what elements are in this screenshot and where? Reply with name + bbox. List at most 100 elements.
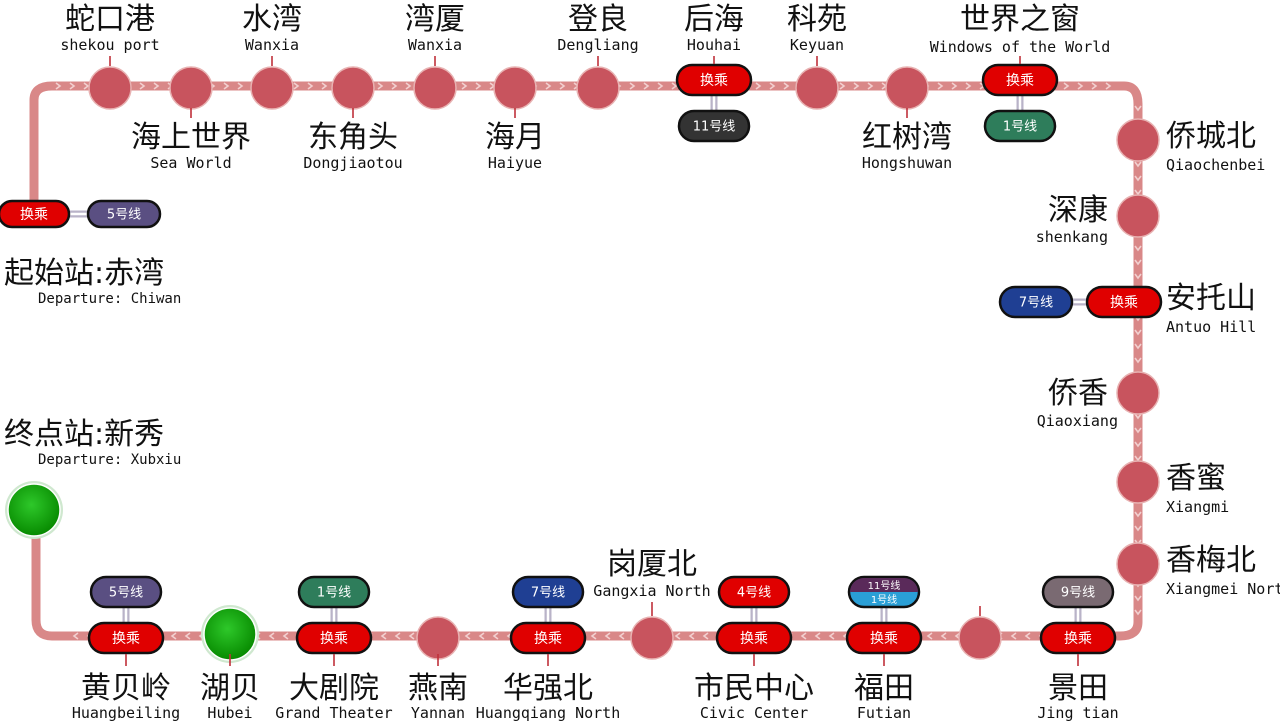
station-19-transfer-pill bbox=[845, 621, 923, 655]
direction-arrow bbox=[629, 82, 636, 90]
station-11-en: Qiaochenbei bbox=[1166, 156, 1265, 174]
direction-arrow bbox=[282, 632, 289, 640]
direction-arrow bbox=[783, 82, 790, 90]
station-21-zh: 岗厦北 bbox=[607, 547, 697, 582]
direction-arrow bbox=[268, 632, 275, 640]
station-10-transfer-pill-label: 换乘 bbox=[1006, 72, 1034, 89]
station-19-zh: 福田 bbox=[854, 671, 914, 706]
direction-arrow bbox=[321, 82, 328, 90]
start-transfer-pill bbox=[0, 199, 71, 229]
station-5-en: Haiyue bbox=[488, 154, 542, 172]
direction-arrow bbox=[1134, 441, 1142, 448]
direction-arrow bbox=[926, 632, 933, 640]
direction-arrow bbox=[1134, 525, 1142, 532]
terminus-station bbox=[7, 483, 61, 537]
station-10-en: Windows of the World bbox=[930, 38, 1111, 56]
direction-arrow bbox=[1105, 82, 1112, 90]
station-10-zh: 世界之窗 bbox=[960, 2, 1080, 37]
start-line-pill-label: 5号线 bbox=[107, 208, 141, 223]
direction-arrow bbox=[184, 632, 191, 640]
direction-arrow bbox=[478, 632, 485, 640]
direction-arrow bbox=[83, 82, 90, 90]
direction-arrow bbox=[394, 632, 401, 640]
station-13-en: Antuo Hill bbox=[1166, 318, 1256, 336]
station-25-en: Hubei bbox=[207, 704, 252, 722]
station-12 bbox=[1116, 194, 1160, 238]
station-1 bbox=[169, 66, 213, 110]
station-19-en: Futian bbox=[857, 704, 911, 722]
station-3 bbox=[331, 66, 375, 110]
station-12-en: shenkang bbox=[1036, 228, 1108, 246]
station-6 bbox=[576, 66, 620, 110]
station-19-line-pill-label-2: 1号线 bbox=[871, 593, 897, 606]
station-24-transfer-pill bbox=[295, 621, 373, 655]
direction-arrow bbox=[940, 632, 947, 640]
station-23 bbox=[416, 616, 460, 660]
station-10-transfer-pill bbox=[981, 63, 1059, 97]
station-7-line-pill-label: 11号线 bbox=[693, 120, 736, 135]
direction-arrow bbox=[139, 82, 146, 90]
stations: 5号线换乘11号线换乘1号线换乘7号线换乘9号线换乘11号线1号线换乘4号线换乘… bbox=[0, 63, 1163, 663]
station-26-transfer-pill-label: 换乘 bbox=[112, 630, 140, 647]
departure-title: 起始站:赤湾 bbox=[4, 256, 164, 291]
station-7-line-pill bbox=[677, 109, 751, 143]
station-16-zh: 香梅北 bbox=[1166, 543, 1256, 578]
direction-arrow bbox=[755, 82, 762, 90]
station-11-zh: 侨城北 bbox=[1166, 119, 1256, 154]
direction-arrow bbox=[1134, 455, 1142, 462]
station-13-line-pill bbox=[998, 285, 1074, 319]
station-1-en: Sea World bbox=[150, 154, 231, 172]
direction-arrow bbox=[702, 632, 709, 640]
station-26-transfer-pill bbox=[87, 621, 165, 655]
direction-arrow bbox=[1134, 595, 1142, 602]
direction-arrow bbox=[391, 82, 398, 90]
terminus-subtitle: Departure: Xubxiu bbox=[38, 452, 181, 468]
direction-arrow bbox=[814, 632, 821, 640]
station-21-en: Gangxia North bbox=[593, 582, 710, 600]
direction-arrow bbox=[1134, 161, 1142, 168]
direction-arrow bbox=[1134, 343, 1142, 350]
start-transfer-pill-label: 换乘 bbox=[20, 206, 48, 223]
direction-arrow bbox=[170, 632, 177, 640]
station-2-zh: 水湾 bbox=[242, 2, 302, 37]
station-6-zh: 登良 bbox=[568, 2, 628, 37]
terminus-title: 终点站:新秀 bbox=[4, 417, 164, 452]
station-20-zh: 市民中心 bbox=[694, 671, 814, 706]
station-20-transfer-pill bbox=[715, 621, 793, 655]
direction-arrow bbox=[951, 82, 958, 90]
direction-arrow bbox=[153, 82, 160, 90]
direction-arrow bbox=[688, 632, 695, 640]
direction-arrow bbox=[1063, 82, 1070, 90]
direction-arrow bbox=[72, 632, 79, 640]
station-14 bbox=[1116, 371, 1160, 415]
station-19-line-pill-top bbox=[850, 578, 918, 592]
direction-arrow bbox=[545, 82, 552, 90]
station-22-en: Huangqiang North bbox=[476, 704, 621, 722]
station-25 bbox=[203, 607, 257, 661]
direction-arrow bbox=[1134, 357, 1142, 364]
direction-arrow bbox=[1134, 105, 1142, 112]
station-6-en: Dengliang bbox=[557, 36, 638, 54]
station-22-zh: 华强北 bbox=[503, 671, 593, 706]
direction-arrow bbox=[604, 632, 611, 640]
station-12-zh: 深康 bbox=[1048, 193, 1108, 228]
station-24-en: Grand Theater bbox=[275, 704, 392, 722]
station-26-line-pill-label: 5号线 bbox=[109, 586, 143, 601]
direction-arrow bbox=[800, 632, 807, 640]
direction-arrow bbox=[769, 82, 776, 90]
direction-arrow bbox=[1024, 632, 1031, 640]
departure-subtitle: Departure: Chiwan bbox=[38, 291, 181, 307]
station-2 bbox=[250, 66, 294, 110]
station-25-zh: 湖贝 bbox=[200, 671, 260, 706]
station-10-line-pill-label: 1号线 bbox=[1003, 120, 1037, 135]
station-22-transfer-pill-label: 换乘 bbox=[534, 630, 562, 647]
station-18 bbox=[958, 616, 1002, 660]
direction-arrow bbox=[590, 632, 597, 640]
station-10-line-pill bbox=[983, 109, 1057, 143]
station-17-zh: 景田 bbox=[1048, 671, 1108, 706]
direction-arrow bbox=[1134, 259, 1142, 266]
station-4-en: Wanxia bbox=[408, 36, 462, 54]
direction-arrow bbox=[643, 82, 650, 90]
